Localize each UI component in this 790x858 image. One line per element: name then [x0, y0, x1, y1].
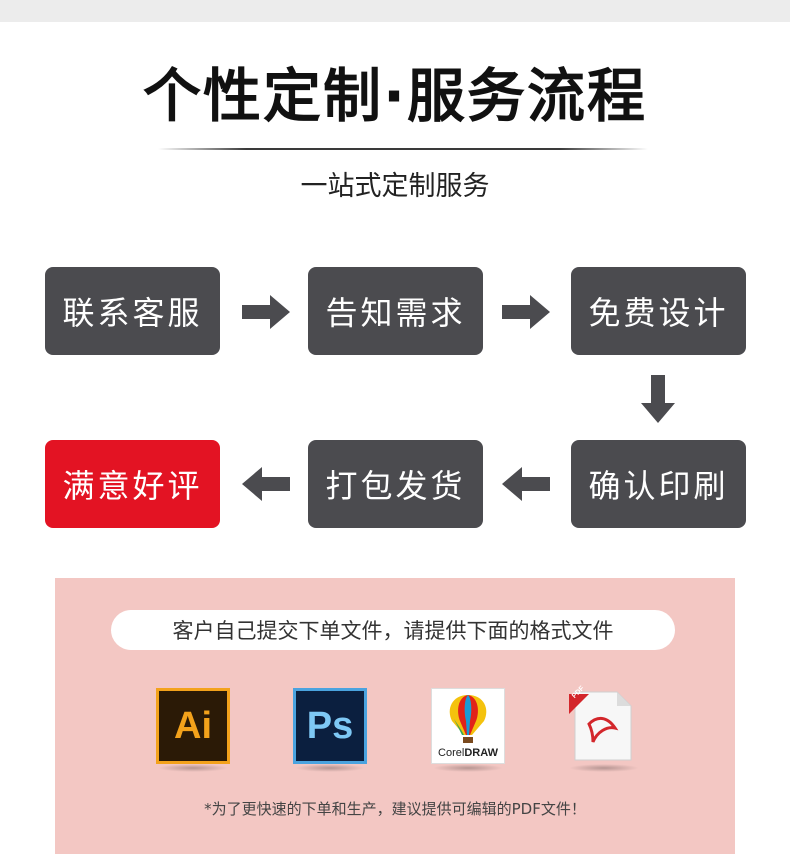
illustrator-icon: Ai [156, 688, 230, 772]
top-bar [0, 0, 790, 22]
step-free-design: 免费设计 [571, 267, 746, 355]
arrow-left-icon [242, 467, 290, 501]
step-satisfied-review: 满意好评 [45, 440, 220, 528]
arrow-right-icon [242, 295, 290, 329]
pdf-icon: PDF [567, 685, 641, 772]
photoshop-logo-text: Ps [293, 688, 367, 764]
step-tell-requirements: 告知需求 [308, 267, 483, 355]
illustrator-logo-text: Ai [156, 688, 230, 764]
page-title: 个性定制·服务流程 [142, 62, 648, 130]
title-divider [158, 148, 648, 150]
format-note: *为了更快速的下单和生产，建议提供可编辑的PDF文件！ [204, 800, 586, 818]
arrow-right-icon [502, 295, 550, 329]
step-contact-service: 联系客服 [45, 267, 220, 355]
arrow-down-icon [641, 375, 675, 423]
format-instruction: 客户自己提交下单文件，请提供下面的格式文件 [111, 610, 675, 650]
coreldraw-logo-text: CorelDRAW [438, 747, 498, 759]
photoshop-icon: Ps [293, 688, 367, 772]
step-pack-ship: 打包发货 [308, 440, 483, 528]
page-subtitle: 一站式定制服务 [300, 171, 490, 202]
arrow-left-icon [502, 467, 550, 501]
step-confirm-print: 确认印刷 [571, 440, 746, 528]
file-formats-panel: 客户自己提交下单文件，请提供下面的格式文件 Ai Ps CorelDRAW [55, 578, 735, 854]
coreldraw-icon: CorelDRAW [431, 688, 505, 772]
